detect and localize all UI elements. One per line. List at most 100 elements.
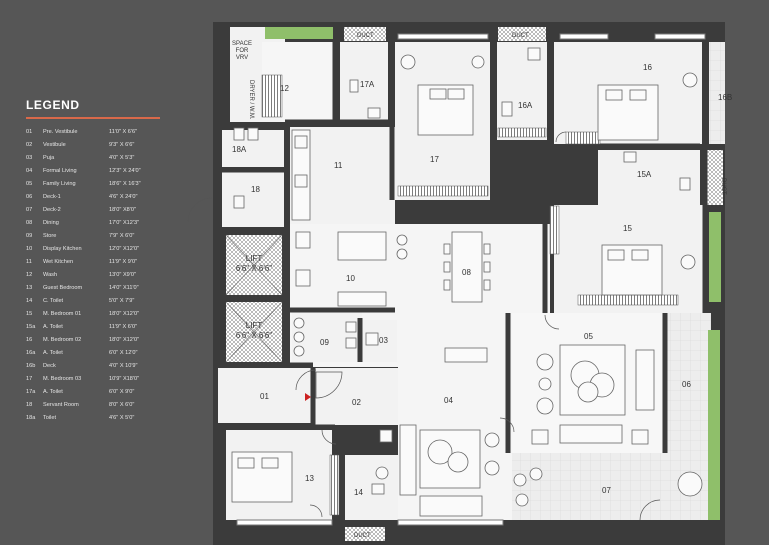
lift-shafts (225, 234, 283, 363)
legend-item-dimension: 7'9" X 6'0" (109, 233, 135, 239)
legend-item-dimension: 11'9" X 9'0" (109, 259, 138, 265)
room-label-18a: 18A (232, 145, 247, 154)
legend-item-number: 02 (26, 142, 33, 148)
legend-item-name: Deck-2 (43, 207, 61, 213)
legend-item-name: Family Living (43, 181, 76, 187)
room-label-08: 08 (462, 268, 471, 277)
legend-title: LEGEND (26, 98, 160, 119)
room-label-13: 13 (305, 474, 314, 483)
legend-item-number: 16b (26, 363, 36, 369)
legend-item-name: M. Bedroom 03 (43, 376, 82, 382)
duct-label-bottom: DUCT (354, 533, 371, 539)
legend-item-dimension: 11'9" X 6'0" (109, 324, 138, 330)
room-label-15a: 15A (637, 170, 652, 179)
legend-item-dimension: 4'6" X 5'0" (109, 415, 135, 421)
duct-label-top-2: DUCT (512, 33, 529, 39)
legend-item: 17 M. Bedroom 03 10'9" X18'0" (26, 373, 166, 386)
legend-item-name: A. Toilet (43, 389, 63, 395)
legend-item: 15a A. Toilet 11'9" X 6'0" (26, 321, 166, 334)
legend-item: 03 Puja 4'0" X 5'3" (26, 152, 166, 165)
legend-item-name: A. Toilet (43, 350, 63, 356)
room-label-09: 09 (320, 338, 329, 347)
legend-item-name: A. Toilet (43, 324, 63, 330)
lift2-label: LIFT (246, 321, 263, 330)
room-labels: 01 02 03 04 05 06 07 08 09 10 11 12 13 1… (232, 63, 732, 497)
legend-item-dimension: 5'0" X 7'9" (109, 298, 135, 304)
legend-item-name: Vestibule (43, 142, 66, 148)
room-label-18: 18 (251, 185, 260, 194)
legend-item-number: 05 (26, 181, 33, 187)
vrv-label-line3: VRV (236, 55, 248, 61)
room-label-07: 07 (602, 486, 611, 495)
vrv-label-line2: FOR (236, 48, 249, 54)
legend-item-number: 18a (26, 415, 36, 421)
legend-item-number: 06 (26, 194, 33, 200)
legend-item: 16a A. Toilet 6'0" X 12'0" (26, 347, 166, 360)
legend-item-dimension: 12'0" X12'0" (109, 246, 140, 252)
legend-item-number: 07 (26, 207, 33, 213)
legend-item: 05 Family Living 18'6" X 16'3" (26, 178, 166, 191)
legend-item: 02 Vestibule 9'3" X 6'6" (26, 139, 166, 152)
room-label-06: 06 (682, 380, 691, 389)
legend-item-name: Puja (43, 155, 55, 161)
legend-item-name: Formal Living (43, 168, 77, 174)
legend-item-number: 03 (26, 155, 33, 161)
legend-item-dimension: 10'9" X18'0" (109, 376, 140, 382)
legend-item: 09 Store 7'9" X 6'0" (26, 230, 166, 243)
legend-item-name: Servant Room (43, 402, 79, 408)
door-swings (187, 131, 661, 521)
room-label-01: 01 (260, 392, 269, 401)
duct-label-right: DUCT (720, 178, 726, 195)
lift1-label: LIFT (246, 254, 263, 263)
legend-item-number: 09 (26, 233, 33, 239)
legend-item-number: 11 (26, 259, 32, 265)
annotations: DUCT DUCT DUCT DUCT SPACE FOR VRV DRYER … (232, 33, 726, 539)
room-label-14: 14 (354, 488, 363, 497)
room-label-10: 10 (346, 274, 355, 283)
legend-item-number: 16 (26, 337, 33, 343)
furniture (231, 47, 703, 517)
entry-arrow (305, 393, 311, 401)
legend-item-name: Store (43, 233, 57, 239)
room-label-11: 11 (334, 161, 343, 170)
legend-item-dimension: 18'0" X12'0" (109, 337, 140, 343)
room-label-04: 04 (444, 396, 453, 405)
legend-item-dimension: 6'0" X 12'0" (109, 350, 138, 356)
room-label-16b: 16B (718, 93, 732, 102)
legend-item-number: 08 (26, 220, 33, 226)
legend-item-dimension: 14'0" X11'0" (109, 285, 139, 291)
legend-item-number: 15 (26, 311, 33, 317)
legend-item-name: Dining (43, 220, 59, 226)
legend-item-number: 15a (26, 324, 36, 330)
room-label-03: 03 (379, 336, 388, 345)
legend-item-dimension: 18'6" X 16'3" (109, 181, 141, 187)
room-label-17: 17 (430, 155, 439, 164)
legend-item-name: Wash (43, 272, 58, 278)
legend-item-dimension: 13'0" X9'0" (109, 272, 136, 278)
legend-item-number: 16a (26, 350, 36, 356)
legend-item-number: 17 (26, 376, 33, 382)
legend-item-name: Display Kitchen (43, 246, 82, 252)
legend-item-dimension: 4'0" X 5'3" (109, 155, 135, 161)
legend-item-dimension: 9'3" X 6'6" (109, 142, 135, 148)
room-label-12: 12 (280, 84, 289, 93)
duct-label-top-1: DUCT (357, 33, 374, 39)
legend-item-name: Pre. Vestibule (43, 129, 78, 135)
legend-item-dimension: 8'0" X 6'0" (109, 402, 135, 408)
legend-item-number: 04 (26, 168, 33, 174)
windows (236, 33, 706, 526)
legend-item-number: 01 (26, 129, 33, 135)
vrv-label-line1: SPACE (232, 41, 252, 47)
